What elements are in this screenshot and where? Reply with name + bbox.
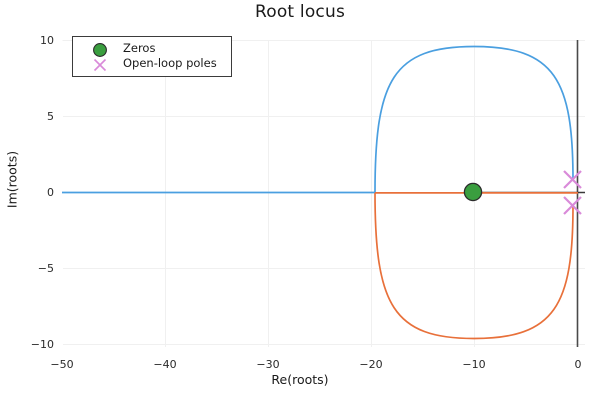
x-tick-label-neg10: −10: [462, 358, 486, 371]
y-tick-label-10: 10: [40, 34, 54, 47]
chart-title: Root locus: [254, 2, 346, 22]
x-tick-label-neg20: −20: [359, 358, 383, 371]
x-tick-label-neg50: −50: [50, 358, 74, 371]
chart-legend[interactable]: Zeros Open-loop poles: [72, 36, 232, 77]
legend-label-open-loop-poles: Open-loop poles: [123, 56, 217, 70]
zero-marker: [463, 182, 483, 202]
open-loop-pole-markers: [563, 170, 582, 215]
y-tick-label-neg5: −5: [37, 262, 54, 275]
legend-label-zeros: Zeros: [123, 41, 156, 55]
locus-branch-1: [62, 45, 574, 194]
pole-marker-upper: [563, 170, 582, 189]
y-axis-label: Im(roots): [4, 150, 20, 209]
pole-marker-lower: [563, 196, 582, 215]
legend-entry-open-loop-poles[interactable]: Open-loop poles: [73, 56, 231, 73]
y-tick-label-neg10: −10: [30, 338, 54, 351]
x-tick-label-neg40: −40: [153, 358, 177, 371]
x-tick-label-0: 0: [574, 358, 582, 371]
y-tick-label-5: 5: [47, 110, 54, 123]
branch-1-upper-arc: [374, 45, 574, 193]
legend-filled-circle-icon: [93, 43, 107, 57]
legend-entry-zeros[interactable]: Zeros: [73, 41, 231, 58]
legend-x-cross-icon: [93, 58, 107, 72]
y-tick-label-0: 0: [47, 186, 54, 199]
branch-2-lower-arc: [374, 192, 574, 340]
x-axis-label: Re(roots): [271, 372, 329, 387]
x-tick-label-neg30: −30: [256, 358, 280, 371]
